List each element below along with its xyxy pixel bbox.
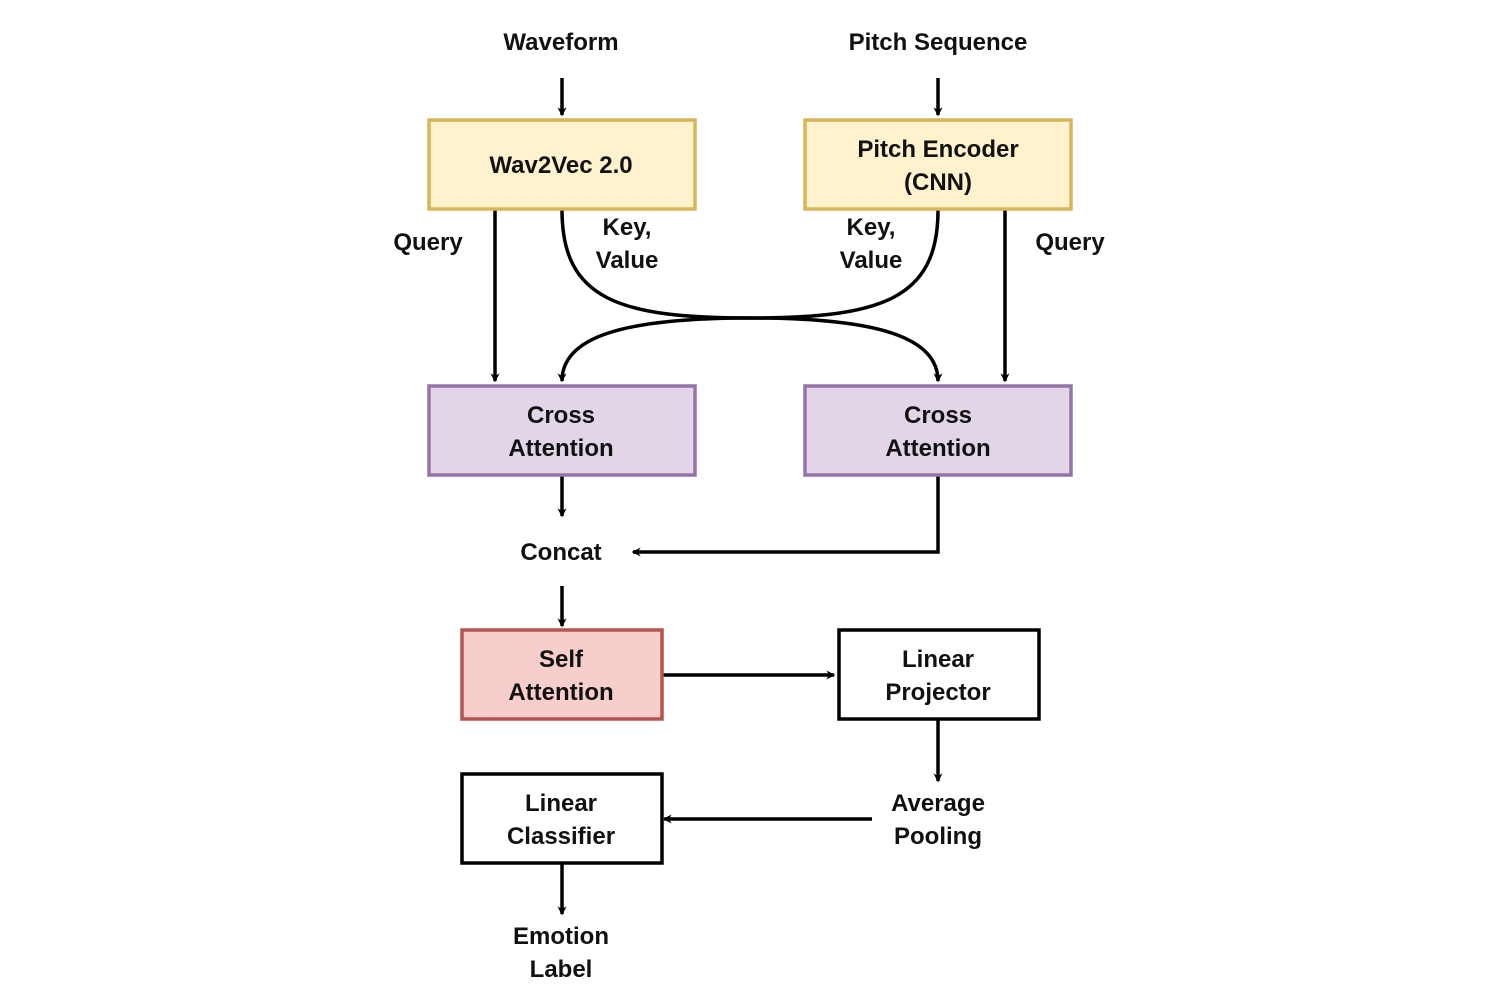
concat-label: Concat bbox=[520, 539, 601, 566]
linear-projector-line1: Linear bbox=[902, 646, 974, 673]
emotion-label-line1: Emotion bbox=[513, 923, 609, 950]
average-pooling-line1: Average bbox=[891, 790, 985, 817]
key-value-left-label-line2: Value bbox=[596, 247, 659, 274]
key-value-right-label-line2: Value bbox=[840, 247, 903, 274]
key-value-left-label-line1: Key, bbox=[603, 214, 652, 241]
linear-classifier-line2: Classifier bbox=[507, 823, 615, 850]
average-pooling-line2: Pooling bbox=[894, 823, 982, 850]
self-attention-box bbox=[460, 628, 664, 721]
cross-attention-right-box bbox=[803, 384, 1073, 477]
query-right-label: Query bbox=[1035, 229, 1105, 256]
key-value-right-label-line1: Key, bbox=[847, 214, 896, 241]
cross-attention-right-line1: Cross bbox=[904, 402, 972, 429]
pitch-sequence-input-label: Pitch Sequence bbox=[849, 29, 1028, 56]
cross-attention-left-line1: Cross bbox=[527, 402, 595, 429]
pitch-encoder-label-line2: (CNN) bbox=[904, 169, 972, 196]
wav2vec-box bbox=[427, 118, 697, 211]
edges bbox=[490, 78, 1010, 916]
linear-projector-line2: Projector bbox=[885, 679, 990, 706]
linear-classifier-line1: Linear bbox=[525, 790, 597, 817]
arrow-cross-right-to-concat bbox=[631, 476, 940, 557]
emotion-label-line2: Label bbox=[530, 956, 593, 983]
arrow-encoder-key-value bbox=[557, 209, 940, 383]
cross-attention-left-line2: Attention bbox=[508, 435, 613, 462]
cross-attention-left-box bbox=[427, 384, 697, 477]
query-left-label: Query bbox=[393, 229, 463, 256]
wav2vec-label: Wav2Vec 2.0 bbox=[489, 152, 632, 179]
waveform-input-label: Waveform bbox=[503, 29, 618, 56]
linear-projector-box bbox=[837, 628, 1041, 721]
pitch-encoder-label-line1: Pitch Encoder bbox=[857, 136, 1018, 163]
cross-attention-right-line2: Attention bbox=[885, 435, 990, 462]
self-attention-line1: Self bbox=[539, 646, 584, 673]
self-attention-line2: Attention bbox=[508, 679, 613, 706]
linear-classifier-box bbox=[460, 772, 664, 865]
texts: Waveform Pitch Sequence Wav2Vec 2.0 Pitc… bbox=[393, 29, 1105, 983]
pitch-encoder-box bbox=[803, 118, 1073, 211]
boxes bbox=[427, 118, 1073, 865]
